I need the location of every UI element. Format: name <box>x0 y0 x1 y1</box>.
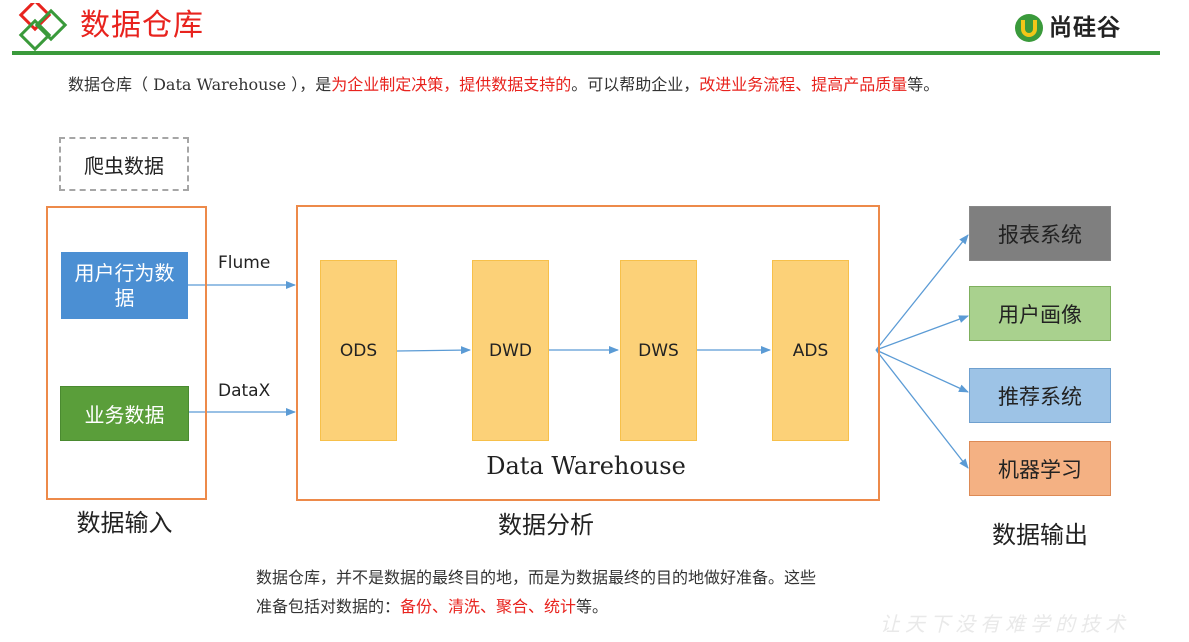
intro-part: 。可以帮助企业， <box>571 75 700 94</box>
crawler-data-box: 爬虫数据 <box>59 137 189 191</box>
intro-highlight: 为企业制定决策，提供数据支持的 <box>331 75 572 94</box>
ods-dwd-arrow <box>396 346 471 355</box>
header-divider <box>12 51 1160 55</box>
note-line: 数据仓库，并不是数据的最终目的地，而是为数据最终的目的地做好准备。这些 <box>256 568 817 587</box>
flume-label: Flume <box>218 253 271 273</box>
ods-layer: ODS <box>320 260 397 441</box>
brand-logo: 尚硅谷 <box>1014 12 1121 44</box>
data-warehouse-label: Data Warehouse <box>486 452 686 480</box>
data-warehouse-frame <box>296 205 880 501</box>
data-input-frame <box>46 206 207 500</box>
user-behavior-data-box: 用户行为数据 <box>61 252 188 319</box>
ads-layer: ADS <box>772 260 849 441</box>
diamond-logo-icon <box>18 3 68 51</box>
datax-label: DataX <box>218 381 271 401</box>
business-data-box: 业务数据 <box>60 386 189 441</box>
note-line: 准备包括对数据的：备份、清洗、聚合、统计等。 <box>256 592 816 621</box>
recommend-system-box: 推荐系统 <box>969 368 1111 423</box>
machine-learning-box: 机器学习 <box>969 441 1111 496</box>
data-output-caption: 数据输出 <box>992 521 1088 549</box>
intro-part: 等。 <box>907 75 940 94</box>
to-ml-arrow <box>875 349 969 469</box>
note-part: 准备包括对数据的： <box>256 597 401 616</box>
intro-text: 数据仓库（ Data Warehouse ），是为企业制定决策，提供数据支持的。… <box>68 71 939 95</box>
bottom-note: 数据仓库，并不是数据的最终目的地，而是为数据最终的目的地做好准备。这些 准备包括… <box>256 563 816 621</box>
brand-u-icon <box>1015 14 1043 42</box>
to-portrait-arrow <box>875 315 969 351</box>
to-report-arrow <box>875 234 969 351</box>
dws-layer: DWS <box>620 260 697 441</box>
data-analysis-caption: 数据分析 <box>498 511 594 539</box>
page-title: 数据仓库 <box>80 8 204 43</box>
note-part: 等。 <box>576 597 609 616</box>
note-highlight: 备份、清洗、聚合、统计 <box>400 597 577 616</box>
user-portrait-box: 用户画像 <box>969 286 1111 341</box>
intro-part: 数据仓库（ Data Warehouse ），是 <box>68 75 332 94</box>
intro-highlight: 改进业务流程、提高产品质量 <box>699 75 908 94</box>
report-system-box: 报表系统 <box>969 206 1111 261</box>
brand-name: 尚硅谷 <box>1049 15 1121 41</box>
to-recommend-arrow <box>875 349 969 393</box>
slogan-watermark: 让天下没有难学的技术 <box>880 612 1130 636</box>
data-input-caption: 数据输入 <box>76 509 173 537</box>
dwd-layer: DWD <box>472 260 549 441</box>
